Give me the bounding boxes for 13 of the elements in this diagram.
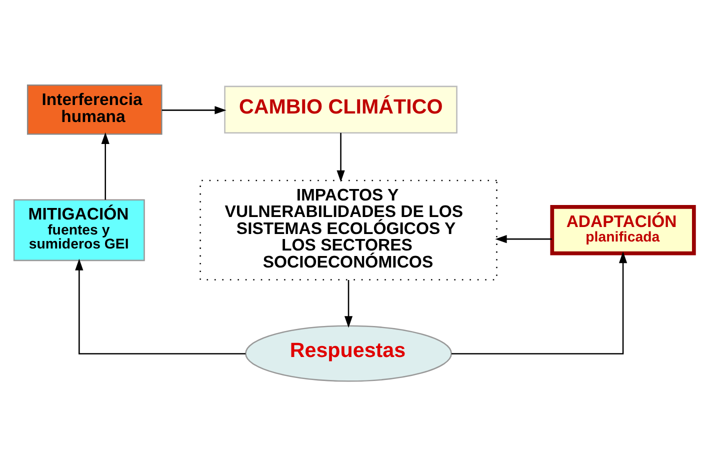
node-box: MITIGACIÓN fuentes y sumideros GEI bbox=[13, 199, 145, 262]
node-ellipse: Respuestas bbox=[245, 325, 452, 382]
node-box: Interferencia humana bbox=[26, 84, 162, 135]
node-box: IMPACTOS Y VULNERABILIDADES DE LOS SISTEMAS ECOLÓGICOS Y LOS SECTORES SOCIOECONÓMICOS bbox=[200, 180, 498, 280]
node-box: CAMBIO CLIMÁTICO bbox=[224, 86, 458, 134]
arrow bbox=[452, 251, 628, 354]
arrow bbox=[75, 258, 246, 354]
arrow bbox=[344, 280, 353, 328]
arrow bbox=[101, 132, 110, 200]
arrow bbox=[495, 235, 552, 244]
arrow bbox=[336, 132, 345, 182]
node-box: ADAPTACIÓN planificada bbox=[550, 205, 696, 256]
arrow bbox=[162, 106, 226, 114]
